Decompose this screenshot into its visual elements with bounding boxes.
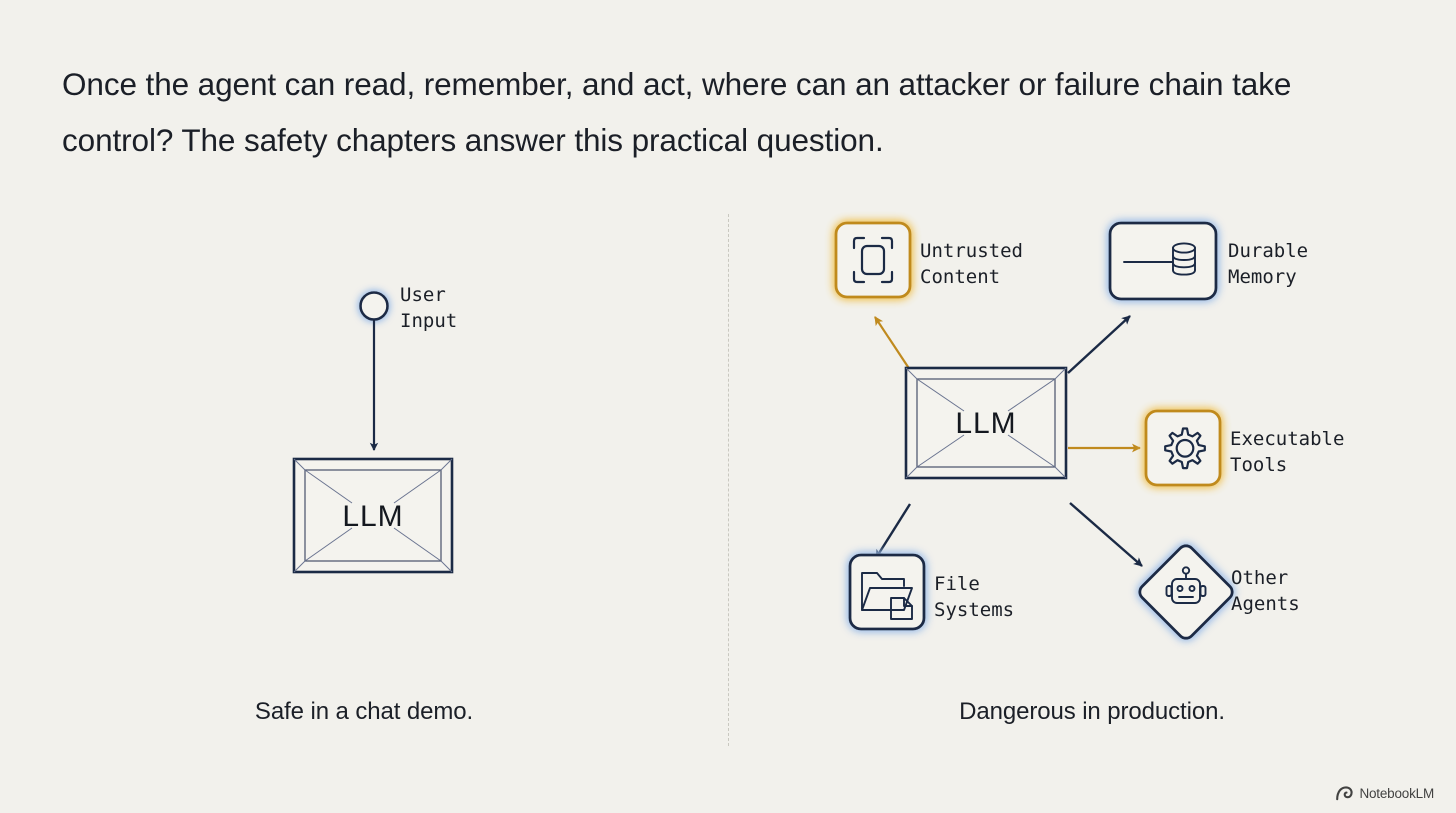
untrusted-content-label-line2: Content (920, 266, 1000, 288)
node-other-agents[interactable]: Other Agents (1137, 543, 1300, 642)
untrusted-content-label-line1: Untrusted (920, 240, 1023, 262)
other-agents-label-line1: Other (1231, 567, 1288, 589)
llm-inner-frame (304, 469, 442, 562)
node-durable-memory[interactable]: Durable Memory (1108, 221, 1308, 301)
llm-corner-diagonals (293, 458, 453, 573)
node-user-input[interactable] (359, 291, 389, 321)
node-file-systems[interactable]: File Systems (848, 553, 1014, 631)
scan-frame-icon (852, 236, 894, 284)
left-panel-caption: Safe in a chat demo. (254, 698, 474, 725)
executable-tools-shape (1144, 409, 1222, 487)
node-untrusted-content[interactable]: Untrusted Content (834, 221, 1023, 299)
user-input-label-line2: Input (400, 310, 457, 332)
robot-icon (1165, 566, 1207, 604)
edge-llm-to-other-agents (1069, 502, 1143, 567)
page-title: Once the agent can read, remember, and a… (62, 66, 1292, 158)
user-input-label-line1: User (400, 284, 446, 306)
node-llm-left[interactable]: LLM (292, 457, 454, 574)
edge-llm-to-durable-memory (1067, 315, 1131, 374)
llm-inner-frame (916, 378, 1056, 468)
node-llm-center[interactable]: LLM (904, 366, 1068, 480)
panel-divider (728, 214, 729, 746)
right-diagram-canvas: LLM Untrusted Content (834, 221, 1344, 642)
edge-llm-to-untrusted-content (874, 316, 915, 377)
llm-label-left: LLM (342, 500, 403, 533)
other-agents-shape (1138, 544, 1234, 640)
notebooklm-watermark: NotebookLM (1336, 786, 1434, 801)
node-executable-tools[interactable]: Executable Tools (1144, 409, 1344, 487)
llm-outer-frame (904, 366, 1068, 480)
left-diagram-canvas: User Input LLM (292, 284, 457, 574)
user-input-circle-icon (359, 291, 389, 321)
other-agents-label-line2: Agents (1231, 593, 1300, 615)
database-icon (1123, 242, 1196, 276)
durable-memory-label-line2: Memory (1228, 266, 1297, 288)
dangerous-production-panel: LLM Untrusted Content (728, 200, 1456, 760)
file-systems-label-line1: File (934, 573, 980, 595)
executable-tools-label-line2: Tools (1230, 454, 1287, 476)
right-panel-caption: Dangerous in production. (959, 698, 1225, 725)
folder-document-icon (861, 572, 913, 620)
durable-memory-shape (1108, 221, 1218, 301)
untrusted-content-shape (834, 221, 912, 299)
edge-llm-to-file-systems (874, 503, 912, 559)
llm-outer-frame (292, 457, 454, 574)
executable-tools-label-line1: Executable (1230, 428, 1344, 450)
file-systems-label-line2: Systems (934, 599, 1014, 621)
llm-label-center: LLM (955, 407, 1016, 440)
durable-memory-label-line1: Durable (1228, 240, 1308, 262)
gear-icon (1164, 427, 1206, 470)
llm-corner-diagonals (905, 367, 1067, 479)
notebooklm-watermark-label: NotebookLM (1359, 786, 1434, 801)
safe-chat-demo-panel: User Input LLM (0, 200, 728, 760)
notebooklm-logo-icon (1336, 786, 1354, 801)
